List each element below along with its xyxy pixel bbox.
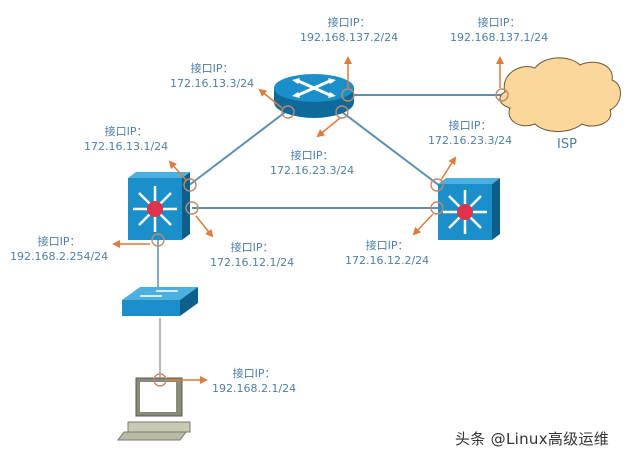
iface-label-router-right: 接口IP： 172.16.23.3/24 bbox=[270, 148, 354, 178]
access-switch-icon bbox=[122, 287, 198, 316]
iface-label-isp: 接口IP： 192.168.137.1/24 bbox=[450, 15, 548, 45]
iface-title: 接口IP： bbox=[365, 239, 409, 252]
link-router-left-switch bbox=[187, 109, 289, 187]
iface-title: 接口IP： bbox=[37, 235, 81, 248]
iface-ip: 192.168.2.254/24 bbox=[10, 250, 109, 263]
l3-switch-right-icon bbox=[438, 178, 500, 240]
iface-title: 接口IP： bbox=[477, 16, 521, 29]
iface-label-router-left: 接口IP： 172.16.13.3/24 bbox=[170, 61, 254, 91]
iface-title: 接口IP： bbox=[104, 125, 148, 138]
watermark: 头条 @Linux高级运维 bbox=[455, 430, 610, 448]
interface-markers bbox=[151, 88, 509, 387]
link-router-right-switch bbox=[341, 111, 441, 187]
iface-ip: 172.16.23.3/24 bbox=[270, 164, 355, 177]
interface-arrows bbox=[112, 56, 504, 384]
iface-ip: 172.16.23.3/24 bbox=[428, 134, 513, 147]
iface-label-router-isp: 接口IP： 192.168.137.2/24 bbox=[300, 15, 398, 45]
iface-ip: 192.168.2.1/24 bbox=[212, 382, 297, 395]
isp-cloud bbox=[499, 57, 621, 132]
iface-title: 接口IP： bbox=[327, 16, 371, 29]
iface-ip: 172.16.13.1/24 bbox=[84, 140, 169, 153]
iface-label-right-router: 接口IP： 172.16.23.3/24 bbox=[428, 118, 512, 148]
iface-ip: 172.16.13.3/24 bbox=[170, 77, 255, 90]
links bbox=[157, 94, 502, 380]
iface-ip: 172.16.12.2/24 bbox=[345, 254, 430, 267]
iface-label-right-left: 接口IP： 172.16.12.2/24 bbox=[345, 238, 429, 268]
iface-ip: 192.168.137.2/24 bbox=[300, 31, 399, 44]
isp-label: ISP bbox=[557, 137, 577, 152]
router-icon bbox=[274, 74, 354, 118]
iface-label-left-router: 接口IP： 172.16.13.1/24 bbox=[84, 124, 168, 154]
pc-icon bbox=[117, 377, 191, 441]
iface-label-left-lan: 接口IP： 192.168.2.254/24 bbox=[10, 234, 108, 264]
iface-label-pc: 接口IP： 192.168.2.1/24 bbox=[212, 366, 296, 396]
iface-title: 接口IP： bbox=[290, 149, 334, 162]
iface-title: 接口IP： bbox=[190, 62, 234, 75]
l3-switch-left-icon bbox=[128, 172, 190, 240]
iface-title: 接口IP： bbox=[230, 241, 274, 254]
iface-ip: 172.16.12.1/24 bbox=[210, 256, 295, 269]
iface-title: 接口IP： bbox=[232, 367, 276, 380]
iface-label-left-right: 接口IP： 172.16.12.1/24 bbox=[210, 240, 294, 270]
iface-title: 接口IP： bbox=[448, 119, 492, 132]
iface-ip: 192.168.137.1/24 bbox=[450, 31, 549, 44]
